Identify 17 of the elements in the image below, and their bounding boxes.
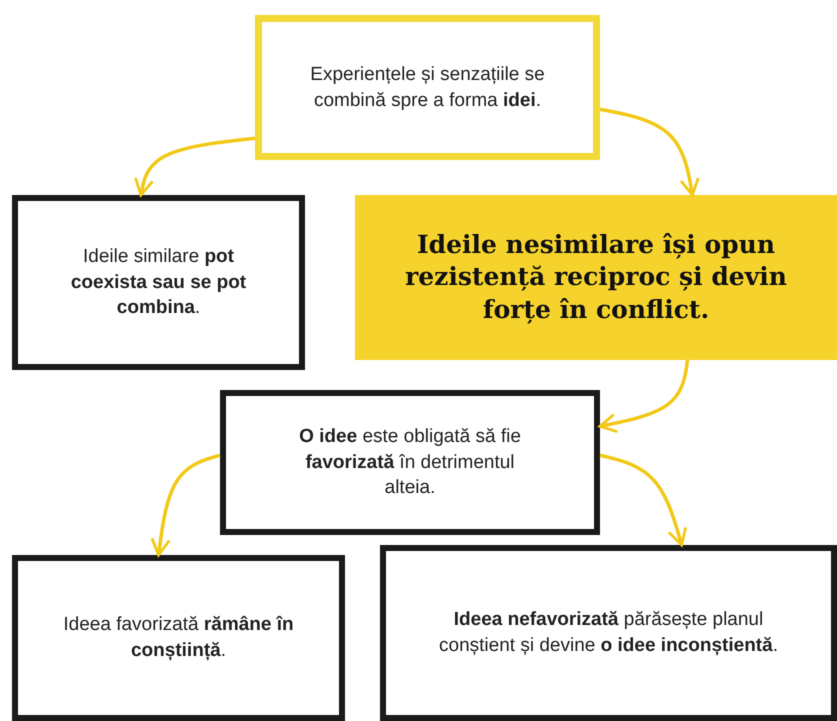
process-box xyxy=(380,545,837,721)
arrow xyxy=(150,454,220,556)
node-text: Ideile nesimilare își opun rezistență reciproc și devin forțe în conflict. xyxy=(404,228,788,326)
node-text: O idee este obligată să fie favorizată în detrimentul alteia. xyxy=(298,425,522,500)
node-text: Experiențele și senzațiile se combină spre a forma idei. xyxy=(309,62,546,112)
highlight-box xyxy=(355,195,837,360)
arrow xyxy=(134,136,256,196)
process-box xyxy=(12,555,345,721)
arrow xyxy=(600,108,700,196)
node-text: Ideea nefavorizată părăsește planul conștient și devine o idee inconștientă. xyxy=(438,608,779,658)
node-text: Ideea favorizată rămâne în conștiință. xyxy=(62,613,295,663)
process-box xyxy=(220,390,600,535)
process-box xyxy=(255,15,600,160)
process-box xyxy=(12,195,305,370)
node-text: Ideile similare pot coexista sau se pot combina. xyxy=(70,245,248,320)
arrow xyxy=(600,454,688,546)
arrow xyxy=(598,360,690,434)
